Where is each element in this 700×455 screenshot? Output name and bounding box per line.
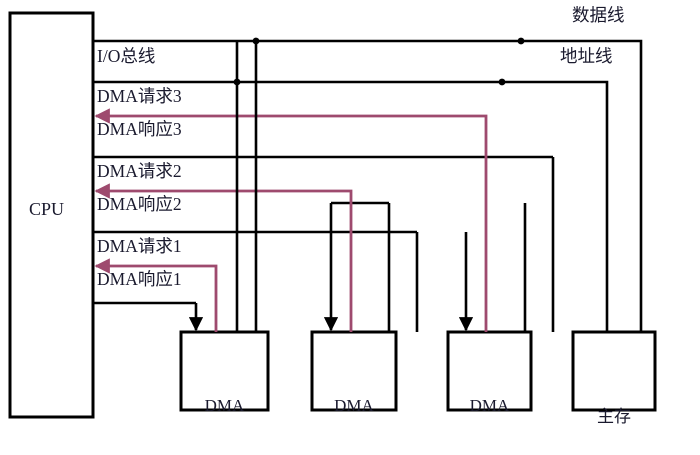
dma-request-3-label: DMA请求3 bbox=[97, 86, 182, 106]
block-main-memory bbox=[571, 330, 657, 412]
dma-request-1-label: DMA请求1 bbox=[97, 236, 182, 256]
block-main-memory-label-line1: 主存 bbox=[597, 406, 631, 426]
bus-junction-dot-2 bbox=[233, 78, 241, 86]
block-dma-interface-1 bbox=[179, 330, 270, 412]
block-cpu bbox=[8, 11, 95, 419]
io-bus-label: I/O总线 bbox=[97, 46, 156, 66]
block-dma-interface-2-label-line1: DMA bbox=[334, 395, 374, 415]
block-dma-interface-2 bbox=[310, 330, 398, 412]
block-dma-interface-2-label: DMA 接口2 bbox=[312, 349, 396, 455]
dma-acknowledge-3-label: DMA响应3 bbox=[97, 119, 182, 139]
block-dma-interface-1-label-line1: DMA bbox=[204, 395, 245, 415]
dma-acknowledge-1-label: DMA响应1 bbox=[97, 269, 182, 289]
dma-acknowledge-3-path bbox=[94, 108, 488, 332]
block-cpu-label: CPU bbox=[29, 199, 65, 219]
dma-acknowledge-1-path bbox=[94, 258, 218, 332]
address-line-label: 地址线 bbox=[560, 46, 613, 66]
bus-junction-dot-3 bbox=[517, 37, 525, 45]
dma-acknowledge-2-label: DMA响应2 bbox=[97, 194, 182, 214]
block-main-memory-label: 主存 bbox=[573, 360, 655, 455]
io-bus-top-rail bbox=[92, 39, 643, 332]
address-bus-rail bbox=[92, 80, 609, 332]
block-dma-interface-3-label: DMA 接口3 bbox=[448, 349, 531, 455]
bus-junction-dot-4 bbox=[498, 78, 506, 86]
data-line-label: 数据线 bbox=[572, 5, 625, 25]
dma-request-2-label: DMA请求2 bbox=[97, 161, 182, 181]
block-dma-interface-3 bbox=[446, 330, 533, 412]
block-dma-interface-1-label: DMA 接口1 bbox=[181, 349, 268, 455]
block-dma-interface-3-label-line1: DMA bbox=[469, 395, 510, 415]
dma-acknowledge-2-path bbox=[94, 183, 353, 332]
